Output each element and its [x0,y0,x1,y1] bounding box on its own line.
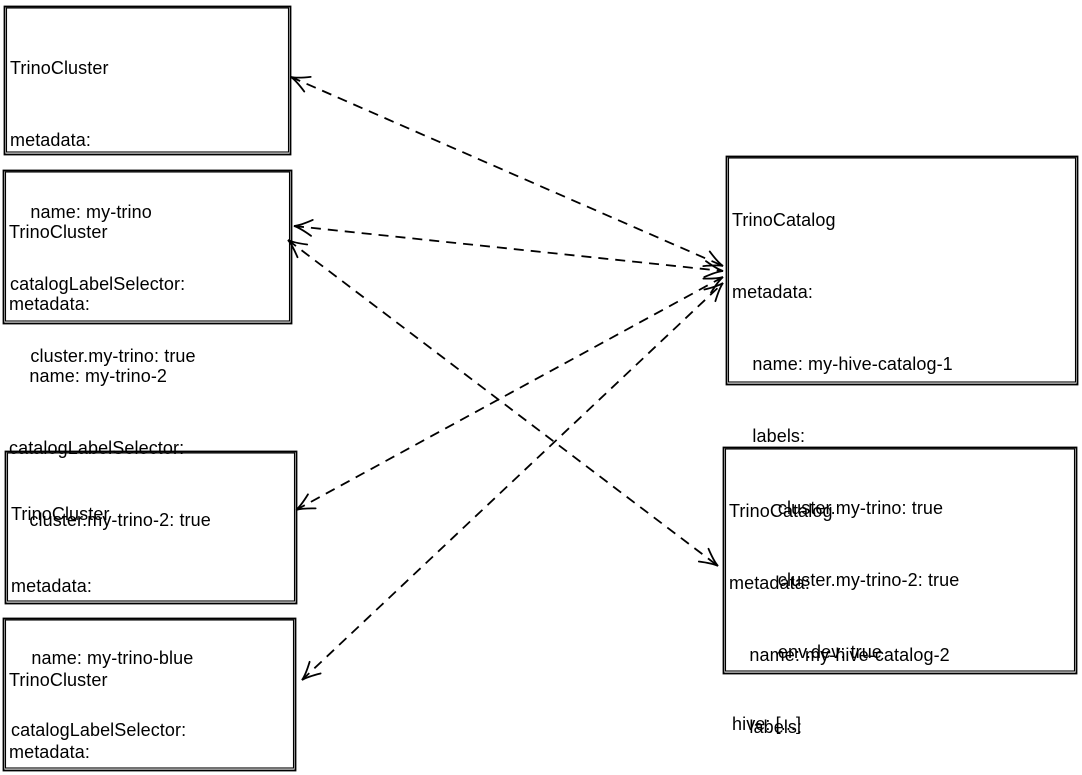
yaml-line: TrinoCatalog [729,501,833,521]
yaml-line: catalogLabelSelector: [11,720,187,740]
yaml-line: name: my-hive-catalog-2 [729,645,950,665]
edge-my-trino-2--my-hive-catalog-1 [293,219,724,278]
yaml-line: name: my-trino-2 [9,366,168,386]
yaml-line: metadata: [729,573,810,593]
node-trinocluster-my-trino: TrinoCluster metadata: name: my-trino ca… [10,8,196,416]
node-box-trinocluster-my-trino-green [2,617,297,772]
yaml-line: cluster.my-trino-2: true [9,510,211,530]
yaml-line: name: my-trino [10,202,152,222]
yaml-line: hive: [...] [732,714,802,734]
edge-my-trino-2--my-hive-catalog-2 [287,239,719,567]
node-box-trinocluster-my-trino-blue [4,450,298,605]
yaml-line: TrinoCluster [9,670,108,690]
yaml-line: TrinoCatalog [732,210,836,230]
edge-my-trino-green--my-hive-catalog-1 [301,282,724,681]
yaml-line: TrinoCluster [9,222,108,242]
yaml-line: name: my-trino-blue [11,648,194,668]
edge-my-trino-blue--my-hive-catalog-1 [295,276,724,511]
yaml-line: metadata: [10,130,91,150]
node-trinocluster-my-trino-2: TrinoCluster metadata: name: my-trino-2 … [9,172,211,580]
node-box-trinocluster-my-trino [3,5,292,156]
yaml-line: labels: [729,717,803,737]
yaml-line: catalogLabelSelector: [10,274,186,294]
yaml-line: name: my-hive-catalog-1 [732,354,953,374]
yaml-line: TrinoCluster [11,504,110,524]
yaml-line: TrinoCluster [10,58,109,78]
yaml-line: cluster.my-trino: true [10,346,196,366]
yaml-line: metadata: [11,576,92,596]
yaml-line: metadata: [732,282,813,302]
node-trinocatalog-my-hive-catalog-1: TrinoCatalog metadata: name: my-hive-cat… [732,160,959,775]
yaml-line: metadata: [9,294,90,314]
node-box-trinocatalog-my-hive-catalog-1 [725,155,1079,386]
yaml-line: cluster.my-trino: true [732,498,944,518]
edge-my-trino--my-hive-catalog-1 [290,75,724,268]
node-trinocatalog-my-hive-catalog-2: TrinoCatalog metadata: name: my-hive-cat… [729,451,956,775]
node-box-trinocatalog-my-hive-catalog-2 [722,446,1078,675]
yaml-line: metadata: [9,742,90,762]
yaml-line: labels: [732,426,806,446]
yaml-line: cluster.my-trino-2: true [732,570,960,590]
yaml-line: env.dev: true [732,642,882,662]
yaml-line: catalogLabelSelector: [9,438,185,458]
node-trinocluster-my-trino-blue: TrinoCluster metadata: name: my-trino-bl… [11,454,197,775]
node-trinocluster-my-trino-green: TrinoCluster metadata: name: my-trino-gr… [9,620,203,775]
node-box-trinocluster-my-trino-2 [2,169,293,325]
